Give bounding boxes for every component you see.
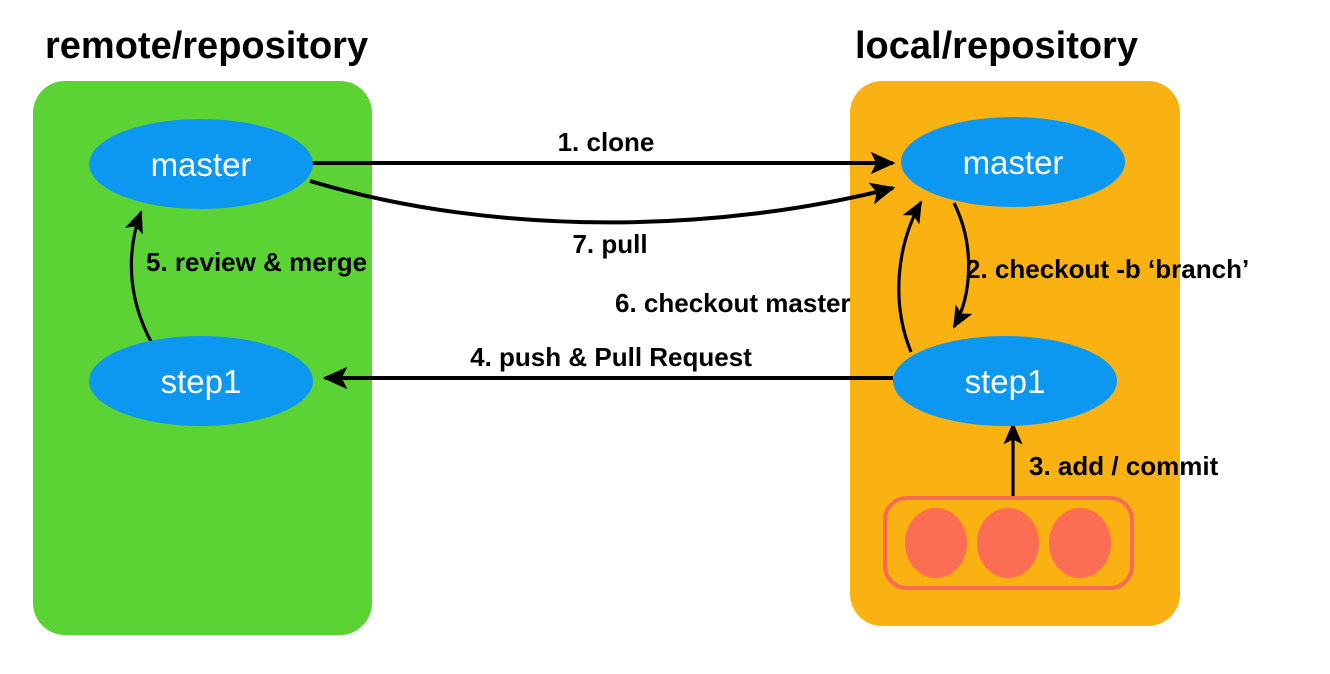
edge-label-add-commit: 3. add / commit [1029,451,1219,481]
edge-pull-line [309,179,896,225]
node-remote-step1[interactable]: step1 [89,336,313,426]
edge-label-pull: 7. pull [572,229,647,259]
node-remote-master[interactable]: master [89,119,313,209]
commit-dot-1 [905,508,967,578]
local-repository-title: local/repository [855,25,1138,67]
staging-area-border [883,496,1134,590]
remote-repository-title: remote/repository [45,25,368,67]
node-remote-master-shape [89,119,313,209]
node-remote-step1-shape [89,336,313,426]
edge-label-checkout-branch: 2. checkout -b ‘branch’ [966,254,1249,284]
edge-review-merge-line [124,210,159,353]
node-local-step1-shape [893,336,1117,426]
node-local-master-shape [901,117,1125,207]
edge-label-review-merge: 5. review & merge [146,247,367,277]
commit-dot-2 [977,508,1039,578]
edge-label-checkout-master: 6. checkout master [615,288,851,318]
node-local-step1[interactable]: step1 [893,336,1117,426]
edge-label-push-pull-request: 4. push & Pull Request [470,342,752,372]
node-local-master[interactable]: master [901,117,1125,207]
node-local-step1-label: step1 [965,363,1046,400]
node-remote-step1-label: step1 [161,363,242,400]
staging-area[interactable] [883,496,1134,590]
edge-checkout-master-line [897,200,923,353]
node-remote-master-label: master [151,146,252,183]
edge-label-clone: 1. clone [558,127,655,157]
node-local-master-label: master [963,144,1064,181]
edge-checkout-branch-line [952,202,973,329]
commit-dot-3 [1049,508,1111,578]
